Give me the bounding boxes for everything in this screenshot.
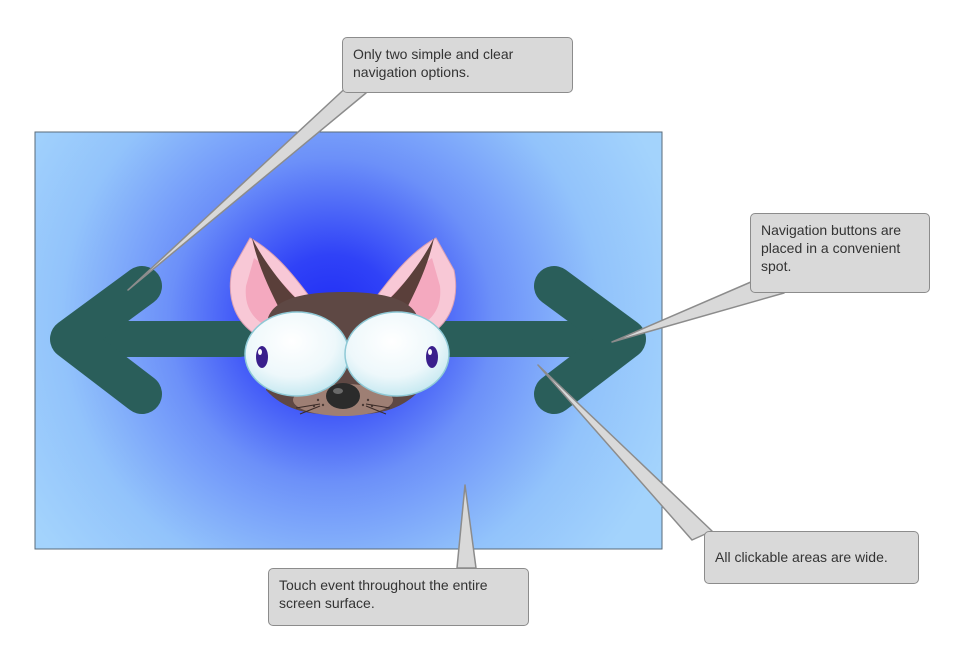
callout-text: Only two simple and clear navigation opt… xyxy=(353,46,514,80)
callout-text: Touch event throughout the entire screen… xyxy=(279,577,488,611)
callout-navigation-options: Only two simple and clear navigation opt… xyxy=(342,37,573,93)
cat-mascot xyxy=(229,237,457,416)
callout-touch-event: Touch event throughout the entire screen… xyxy=(268,568,529,626)
callout-text: Navigation buttons are placed in a conve… xyxy=(761,222,902,274)
callout-wide-pointer xyxy=(537,364,713,541)
callout-button-placement: Navigation buttons are placed in a conve… xyxy=(750,213,930,293)
arrow-left-icon[interactable] xyxy=(50,266,258,414)
callout-clickable-areas: All clickable areas are wide. xyxy=(704,531,919,584)
arrow-right-icon[interactable] xyxy=(422,266,646,414)
callout-text: All clickable areas are wide. xyxy=(715,549,888,565)
